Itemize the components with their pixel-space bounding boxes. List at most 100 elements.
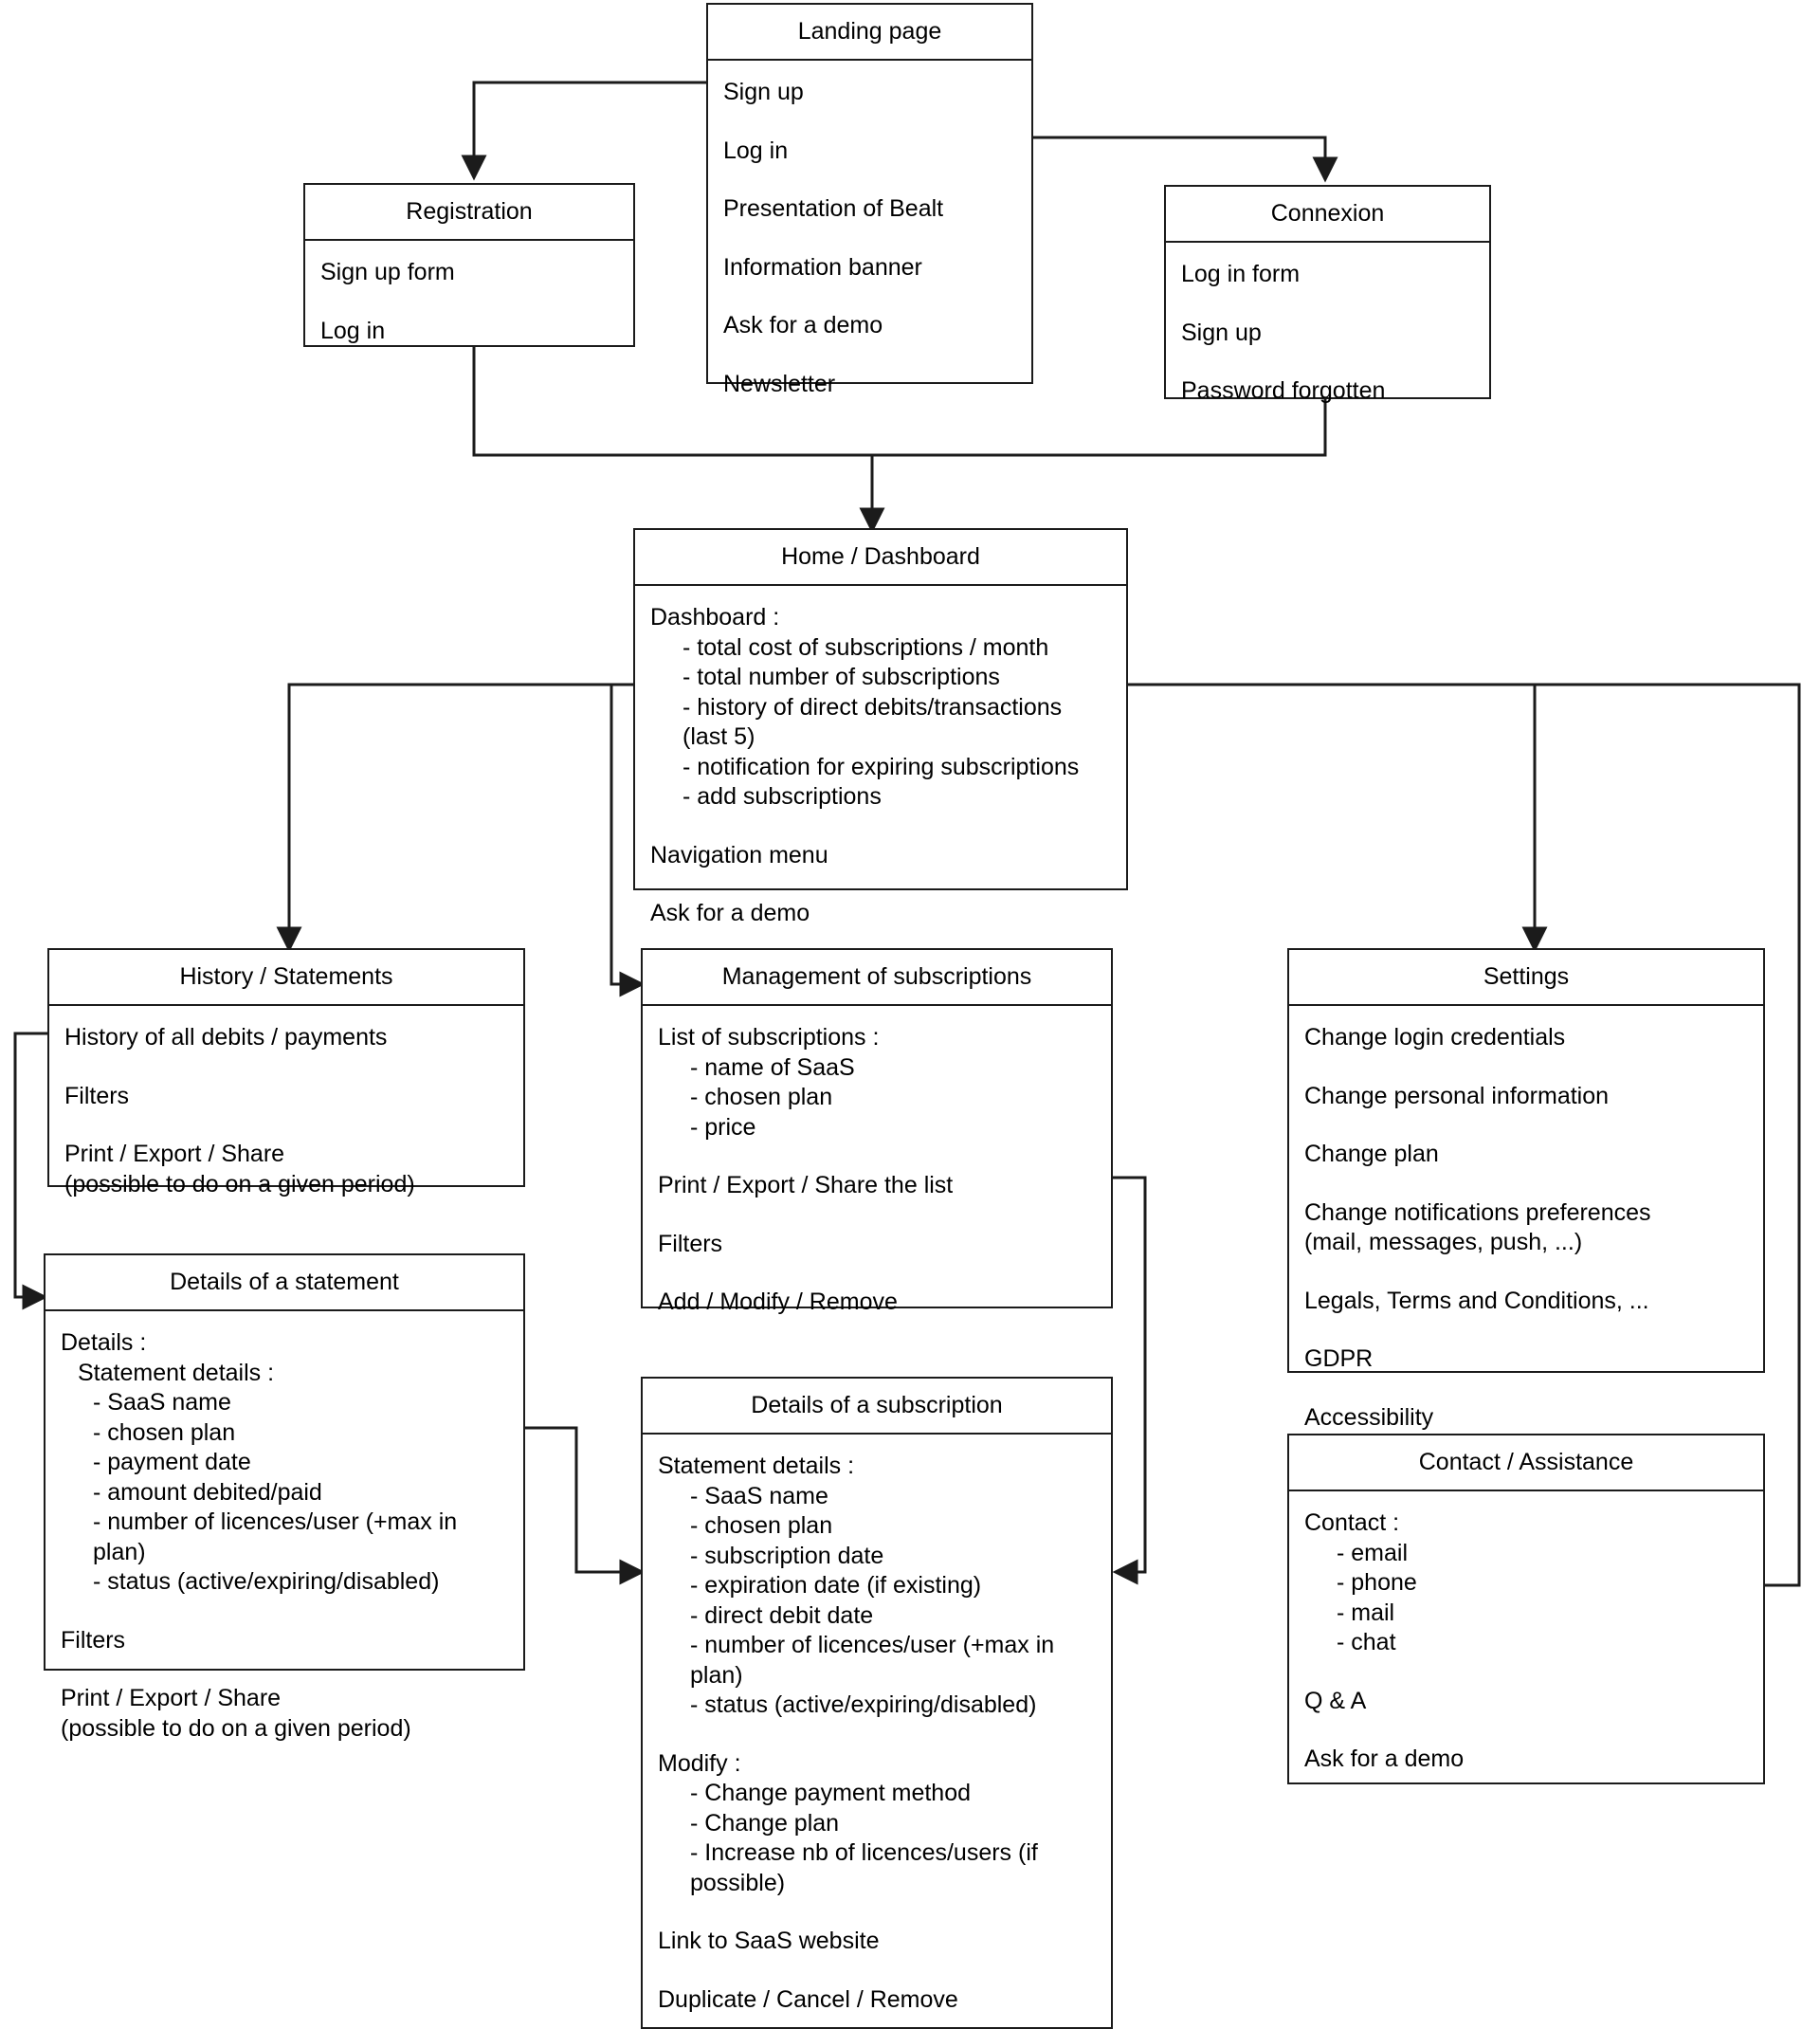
list-item[interactable]: Ask for a demo: [723, 312, 883, 339]
list-item[interactable]: Legals, Terms and Conditions, ...: [1304, 1287, 1649, 1314]
history-export-group[interactable]: Print / Export / Share (possible to do o…: [64, 1140, 508, 1199]
list-item[interactable]: Duplicate / Cancel / Remove: [658, 1985, 958, 2013]
notifications-note: (mail, messages, push, ...): [1304, 1229, 1583, 1256]
list-item[interactable]: - chat: [1337, 1629, 1396, 1656]
list-item[interactable]: Ask for a demo: [650, 900, 810, 927]
list-item[interactable]: - Change payment method: [690, 1780, 972, 1807]
list-item[interactable]: Log in: [320, 317, 386, 344]
node-title-contact-assistance: Contact / Assistance: [1289, 1435, 1763, 1492]
node-details-of-a-subscription[interactable]: Details of a subscription Statement deta…: [641, 1377, 1113, 2029]
node-title-settings: Settings: [1289, 950, 1763, 1007]
list-item: - expiration date (if existing): [690, 1572, 982, 1599]
list-item[interactable]: Print / Export / Share the list: [658, 1172, 954, 1199]
section-label: Details :: [61, 1329, 147, 1357]
node-home-dashboard[interactable]: Home / Dashboard Dashboard : - total cos…: [633, 528, 1128, 926]
contact-channels-group: Contact : - email - phone - mail - chat: [1304, 1508, 1748, 1658]
list-item: - direct debit date: [690, 1601, 874, 1629]
section-label: List of subscriptions :: [658, 1024, 880, 1051]
node-history-statements[interactable]: History / Statements History of all debi…: [47, 948, 525, 1197]
node-title-history-statements: History / Statements: [49, 950, 523, 1007]
export-label: Print / Export / Share: [64, 1141, 285, 1168]
list-item[interactable]: Navigation menu: [650, 841, 828, 868]
list-item[interactable]: Log in form: [1181, 261, 1301, 288]
list-item[interactable]: - mail: [1337, 1599, 1395, 1626]
list-item: - number of licences/user (+max in plan): [690, 1632, 1062, 1689]
node-body-history-statements: History of all debits / payments Filters…: [49, 1006, 523, 1215]
modify-group: Modify : - Change payment method - Chang…: [658, 1749, 1096, 1899]
list-item[interactable]: Filters: [658, 1230, 723, 1257]
list-item[interactable]: - Change plan: [690, 1809, 840, 1837]
list-item[interactable]: Sign up: [723, 79, 804, 106]
list-item[interactable]: Change login credentials: [1304, 1024, 1566, 1051]
list-item[interactable]: Q & A: [1304, 1687, 1367, 1714]
edge-history-to-statement-details: [13, 1032, 48, 1310]
node-settings[interactable]: Settings Change login credentials Change…: [1287, 948, 1765, 1431]
list-item: - status (active/expiring/disabled): [93, 1568, 440, 1596]
list-item: - price: [690, 1113, 756, 1141]
list-item: - SaaS name: [93, 1389, 231, 1417]
export-label: Print / Export / Share: [61, 1685, 282, 1712]
list-item[interactable]: Add / Modify / Remove: [658, 1289, 898, 1316]
list-item[interactable]: Link to SaaS website: [658, 1928, 880, 1955]
statement-details-group: Details : Statement details : - SaaS nam…: [61, 1328, 508, 1598]
node-management-of-subscriptions[interactable]: Management of subscriptions List of subs…: [641, 948, 1113, 1315]
node-connexion[interactable]: Connexion Log in form Sign up Password f…: [1164, 185, 1491, 404]
list-item: - total cost of subscriptions / month: [682, 633, 1049, 661]
list-item[interactable]: Log in: [723, 137, 789, 164]
list-item[interactable]: Information banner: [723, 253, 922, 281]
list-item[interactable]: Filters: [64, 1082, 130, 1109]
list-item: - SaaS name: [690, 1482, 828, 1509]
edge-statement-details-to-subscription-details: [525, 1426, 646, 1585]
modify-label: Modify :: [658, 1749, 741, 1777]
export-note: (possible to do on a given period): [64, 1170, 415, 1197]
edge-dashboard-to-history: [276, 683, 645, 953]
list-item[interactable]: GDPR: [1304, 1345, 1374, 1373]
list-item[interactable]: Filters: [61, 1626, 126, 1654]
list-item[interactable]: - phone: [1337, 1569, 1417, 1597]
list-item[interactable]: Change plan: [1304, 1141, 1439, 1168]
edge-landing-to-connexion: [1033, 136, 1338, 183]
section-label: Statement details :: [658, 1453, 855, 1480]
list-item[interactable]: - email: [1337, 1539, 1409, 1566]
node-title-home-dashboard: Home / Dashboard: [635, 530, 1126, 587]
node-body-details-of-a-subscription: Statement details : - SaaS name - chosen…: [643, 1435, 1111, 2029]
list-item: - subscription date: [690, 1542, 884, 1569]
export-note: (possible to do on a given period): [61, 1714, 411, 1742]
list-item[interactable]: Presentation of Bealt: [723, 195, 944, 223]
list-item[interactable]: Sign up: [1181, 319, 1262, 346]
list-item[interactable]: Change personal information: [1304, 1082, 1610, 1109]
list-item[interactable]: Accessibility: [1304, 1403, 1434, 1431]
node-body-settings: Change login credentials Change personal…: [1289, 1006, 1763, 1448]
node-body-landing-page: Sign up Log in Presentation of Bealt Inf…: [708, 61, 1031, 414]
notifications-preferences-group[interactable]: Change notifications preferences (mail, …: [1304, 1198, 1748, 1258]
node-body-details-of-a-statement: Details : Statement details : - SaaS nam…: [46, 1311, 523, 1759]
subscription-list-group: List of subscriptions : - name of SaaS -…: [658, 1023, 1096, 1142]
list-item[interactable]: Newsletter: [723, 370, 836, 397]
edge-dashboard-to-settings: [1128, 683, 1548, 953]
edge-management-to-subscription-details: [1112, 1176, 1147, 1585]
subsection-label: Statement details :: [78, 1359, 275, 1386]
node-body-home-dashboard: Dashboard : - total cost of subscription…: [635, 586, 1126, 944]
node-landing-page[interactable]: Landing page Sign up Log in Presentation…: [706, 3, 1033, 397]
list-item[interactable]: - Increase nb of licences/users (if poss…: [690, 1839, 1045, 1896]
list-item[interactable]: Password forgotten: [1181, 377, 1386, 405]
list-item: - amount debited/paid: [93, 1478, 322, 1506]
statement-export-group[interactable]: Print / Export / Share (possible to do o…: [61, 1684, 508, 1744]
section-label: Dashboard :: [650, 604, 780, 631]
node-registration[interactable]: Registration Sign up form Log in: [303, 183, 635, 347]
node-body-management-of-subscriptions: List of subscriptions : - name of SaaS -…: [643, 1006, 1111, 1333]
node-title-details-of-a-subscription: Details of a subscription: [643, 1379, 1111, 1435]
list-item: - chosen plan: [690, 1084, 833, 1111]
node-body-registration: Sign up form Log in: [305, 241, 633, 361]
list-item: - payment date: [93, 1449, 251, 1476]
node-body-contact-assistance: Contact : - email - phone - mail - chat …: [1289, 1491, 1763, 1790]
list-item[interactable]: Ask for a demo: [1304, 1746, 1465, 1773]
node-body-connexion: Log in form Sign up Password forgotten: [1166, 243, 1489, 422]
list-item[interactable]: Sign up form: [320, 259, 455, 286]
node-details-of-a-statement[interactable]: Details of a statement Details : Stateme…: [44, 1253, 525, 1742]
node-contact-assistance[interactable]: Contact / Assistance Contact : - email -…: [1287, 1434, 1765, 1784]
list-item: - number of licences/user (+max in plan): [93, 1508, 464, 1565]
edge-landing-to-registration: [461, 81, 706, 181]
list-item[interactable]: History of all debits / payments: [64, 1024, 388, 1051]
